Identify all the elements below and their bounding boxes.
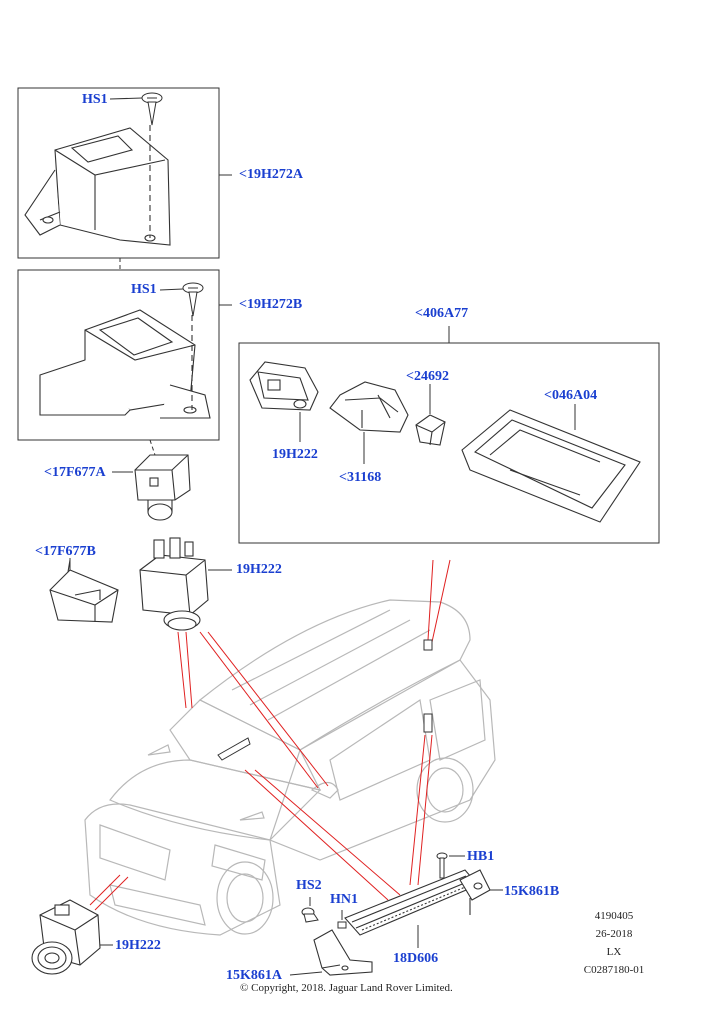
vehicle-outline — [84, 599, 496, 936]
callout-19h272a: <19H272A — [239, 167, 303, 182]
finisher-046a04 — [461, 409, 641, 523]
bracket-15k861b — [459, 869, 491, 915]
callout-hs2: HS2 — [296, 878, 322, 893]
screw-hs1-b — [182, 282, 204, 317]
callout-19h222-bottom: 19H222 — [115, 938, 161, 953]
connector-24692 — [415, 414, 446, 446]
shield-17f677b — [49, 559, 119, 623]
nut-hn1 — [337, 921, 347, 929]
copyright-notice: © Copyright, 2018. Jaguar Land Rover Lim… — [240, 982, 453, 994]
callout-hs1-a: HS1 — [82, 92, 108, 107]
ref-model: LX — [606, 946, 622, 958]
callout-406a77: <406A77 — [415, 306, 469, 321]
ref-number: 4190405 — [594, 910, 634, 922]
callout-046a04: <046A04 — [544, 388, 598, 403]
camera-cover-17f677a — [134, 454, 191, 521]
bracket-19h272b — [39, 305, 211, 419]
callout-19h222-main: 19H222 — [236, 562, 282, 577]
callout-19h272b: <19H272B — [239, 297, 303, 312]
callout-18d606: 18D606 — [393, 951, 439, 966]
callout-17f677b: <17F677B — [35, 544, 96, 559]
ref-date: 26-2018 — [595, 928, 633, 940]
screw-hs2 — [301, 907, 319, 923]
callout-hs1-b: HS1 — [131, 282, 157, 297]
screw-hs1-a — [141, 92, 163, 126]
bracket-15k861a — [313, 929, 373, 976]
camera-rear-mount — [217, 639, 433, 761]
frame-19h272a — [17, 87, 220, 259]
callout-hb1: HB1 — [467, 849, 495, 864]
bracket-19h272a — [24, 125, 171, 246]
callout-17f677a: <17F677A — [44, 465, 106, 480]
callout-15k861a: 15K861A — [226, 968, 282, 983]
leader-lines — [89, 559, 451, 911]
callout-24692: <24692 — [406, 369, 449, 384]
housing-31168 — [329, 381, 409, 433]
camera-19h222-main — [139, 537, 209, 631]
reference-block: 4190405 26-2018 LX C0287180-01 — [574, 910, 654, 977]
camera-19h222-bottom — [31, 899, 101, 975]
frame-19h272b — [17, 269, 220, 441]
callout-31168: <31168 — [339, 470, 382, 485]
callout-hn1: HN1 — [330, 892, 358, 907]
ref-code: C0287180-01 — [583, 964, 645, 976]
callout-19h222-inset: 19H222 — [272, 447, 318, 462]
callout-15k861b: 15K861B — [504, 884, 560, 899]
harness-18d606 — [344, 869, 479, 936]
bolt-hb1 — [436, 852, 448, 879]
camera-19h222-inset — [249, 361, 319, 411]
